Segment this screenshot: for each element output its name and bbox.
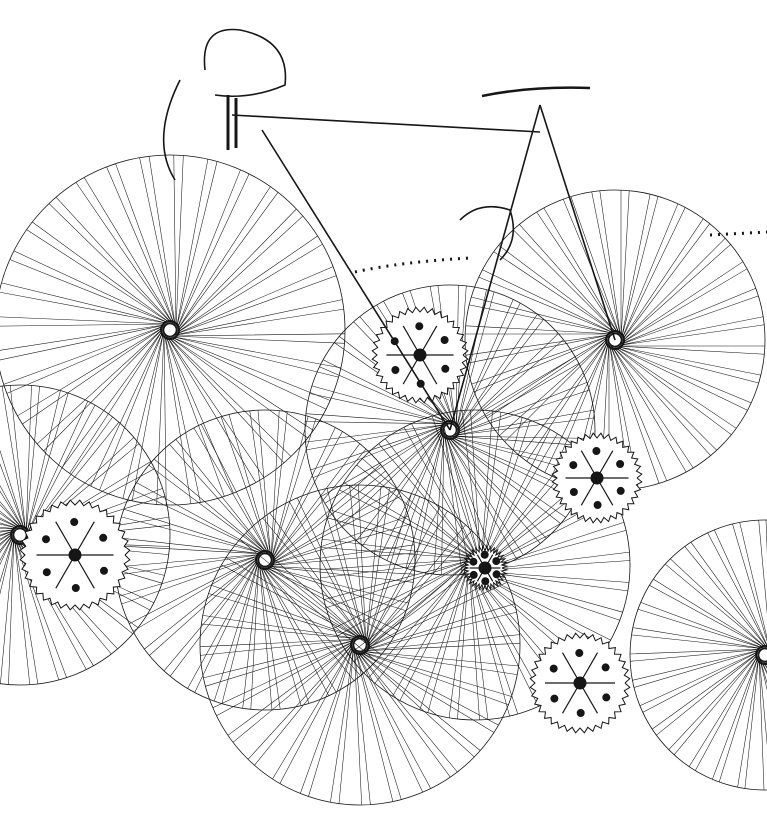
spoked-wheel	[629, 519, 767, 791]
seat-tube	[261, 129, 451, 431]
gear-cutout	[616, 460, 625, 468]
wheel-rim	[304, 284, 596, 576]
chainring-gear	[529, 632, 631, 734]
wheel-hub	[160, 320, 180, 340]
chainring-gear	[371, 306, 469, 404]
gear-cutout	[575, 649, 584, 657]
wheel-spokes	[199, 484, 521, 806]
gear-cutout	[70, 518, 79, 526]
gear-cutout	[42, 568, 51, 577]
wheel-spokes	[465, 190, 765, 490]
gear-cutout	[492, 557, 501, 566]
gear-cutout	[492, 570, 501, 579]
gear-cutout	[592, 447, 601, 455]
wheel-hub	[350, 635, 370, 655]
rider-arm	[162, 79, 181, 181]
bicycle-frame	[162, 28, 767, 431]
gear-center	[478, 561, 492, 575]
gear-cutout	[391, 366, 400, 374]
chain-segment-right	[709, 230, 767, 237]
wheel-rim	[0, 384, 171, 686]
gear-center	[573, 676, 587, 690]
gear-cutout	[569, 461, 578, 470]
gears-group	[19, 306, 643, 734]
gear-center	[413, 348, 427, 362]
spoked-wheel	[464, 189, 766, 491]
gear-cutout	[616, 486, 625, 495]
seat-post	[226, 95, 238, 150]
gear-center	[590, 471, 604, 485]
gear-cutout	[440, 336, 449, 344]
gear-cutout	[469, 557, 478, 566]
chainring-gear	[461, 544, 509, 592]
rider-hand	[459, 205, 515, 261]
gear-cutout	[601, 663, 610, 672]
gear-cutout	[550, 694, 559, 703]
wheel-spokes	[115, 410, 415, 710]
wheel-rim	[199, 484, 521, 806]
spoked-wheel	[199, 484, 521, 806]
gear-cutout	[480, 550, 489, 559]
wheel-rim	[629, 519, 767, 791]
wheel-spokes	[0, 154, 346, 506]
wheel-spokes	[629, 519, 767, 791]
wheel-spokes	[320, 410, 630, 720]
fork	[539, 104, 616, 341]
wheel-hub	[605, 330, 625, 350]
wheel-hub	[755, 645, 767, 665]
rider-head-outline	[203, 28, 287, 98]
wheel-hub	[440, 420, 460, 440]
gear-cutout	[42, 535, 50, 544]
gear-cutout	[415, 322, 424, 331]
gear-center	[68, 548, 82, 562]
gear-cutout	[99, 533, 108, 542]
gear-cutout	[602, 693, 611, 702]
gear-cutout	[481, 577, 490, 586]
gear-cutout	[71, 584, 80, 592]
top-tube	[231, 114, 541, 133]
chainring-gear	[19, 499, 131, 611]
gear-cutout	[549, 664, 558, 673]
gear-cutout	[441, 364, 450, 373]
wheel-rim	[319, 409, 631, 721]
gear-cutout	[593, 501, 602, 509]
chainring-gear	[551, 432, 643, 524]
handlebar	[481, 86, 591, 98]
gear-cutout	[469, 570, 478, 579]
gear-cutout	[100, 566, 108, 575]
down-tube	[449, 104, 541, 431]
gear-cutout	[576, 709, 585, 717]
gear-cutout	[569, 488, 578, 496]
